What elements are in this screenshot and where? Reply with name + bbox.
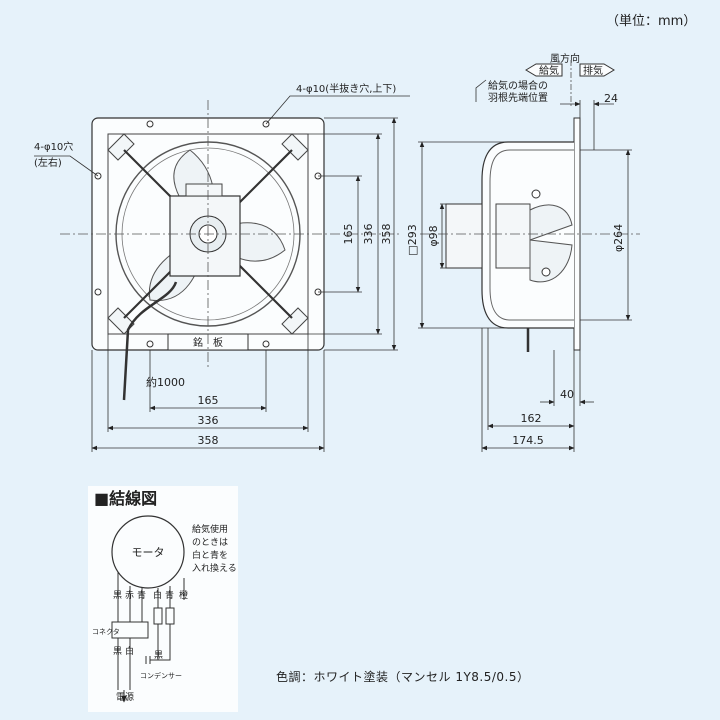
side-horizontal-dims <box>481 328 594 452</box>
mount-hole-note: 4-φ10(半抜き穴,上下) <box>296 82 396 95</box>
wire-black-label: 黒 <box>113 590 122 601</box>
cap-black-label: 黒 <box>154 650 163 661</box>
connector <box>111 621 149 639</box>
blade-note-1: 給気の場合の <box>488 79 548 92</box>
side-housing-inner <box>489 149 574 321</box>
unit-label: （単位：mm） <box>606 14 697 29</box>
mount-hole <box>146 340 154 348</box>
dim-height-outer: 358 <box>380 224 393 245</box>
mount-hole-leader <box>265 95 410 125</box>
intake-arrow <box>525 63 563 77</box>
dim-flange: 40 <box>560 388 574 401</box>
lower-white-label: 白 <box>125 645 134 657</box>
dim-width-mid: 336 <box>198 414 219 427</box>
mount-hole <box>94 288 102 296</box>
dim-square: □293 <box>406 224 419 255</box>
side-bolt <box>531 189 541 199</box>
wiring-note-3: 入れ換える <box>192 562 237 574</box>
wiring-note-2: 白と青を <box>192 549 228 561</box>
dim-height-mid: 336 <box>362 224 375 245</box>
wire-red-label: 赤 <box>125 590 134 601</box>
connector-label: コネクタ <box>92 627 120 636</box>
motor-label: モータ <box>132 546 165 559</box>
lower-black-label: 黒 <box>113 646 122 657</box>
power-cord <box>122 281 178 401</box>
corner-tab-tl <box>107 133 135 161</box>
color-note: 色調：ホワイト塗装（マンセル 1Y8.5/0.5） <box>276 670 530 684</box>
airflow-label: 風方向 <box>550 52 580 65</box>
dim-depth-outer: 174.5 <box>512 434 544 447</box>
side-hole-note-1: 4-φ10穴 <box>34 140 73 153</box>
side-hole-leader <box>34 155 99 177</box>
front-view: 銘 板 4-φ10(半抜き穴,上下) 4-φ10穴 (左右) <box>34 82 410 452</box>
wire-blue2-label: 青 <box>165 589 174 601</box>
motor-symbol <box>111 515 185 589</box>
blade-note-leader <box>475 79 487 102</box>
dim-width-inner: 165 <box>198 394 219 407</box>
wiring-note-0: 給気使用 <box>192 523 228 535</box>
terminal-blue <box>165 607 175 625</box>
side-motor <box>445 203 483 269</box>
wire-blue-label: 青 <box>137 589 146 601</box>
mount-hole <box>262 340 270 348</box>
side-bolt <box>541 267 551 277</box>
power-label: 電源 <box>116 692 134 703</box>
dim-width-outer: 358 <box>198 434 219 447</box>
cord-length: 約1000 <box>146 375 185 389</box>
side-vertical-dims <box>418 141 632 329</box>
capacitor-label: コンデンサー <box>140 671 182 680</box>
side-view: 風方向 給気 排気 給気の場合の 羽根先端位置 24 <box>406 52 640 452</box>
mount-hole <box>146 120 154 128</box>
dim-depth-inner: 162 <box>521 412 542 425</box>
corner-tab-bl <box>107 307 135 335</box>
side-hole-note-2: (左右) <box>34 156 62 169</box>
dim-motor-dia: φ98 <box>427 225 440 246</box>
intake-label: 給気 <box>539 64 559 77</box>
dim-top-offset: 24 <box>604 92 618 105</box>
exhaust-arrow <box>579 63 615 77</box>
motor-bracket <box>185 183 223 197</box>
dim-blade-dia: φ264 <box>612 224 625 252</box>
side-blade-2 <box>529 239 573 283</box>
wiring-title: ■結線図 <box>94 489 157 508</box>
wiring-diagram: ■結線図 モータ 給気使用 のときは 白と青を 入れ換える 黒 赤 青 白 青 … <box>92 489 237 703</box>
terminal-white <box>153 607 163 625</box>
side-blade-1 <box>529 204 573 241</box>
exhaust-label: 排気 <box>583 64 603 77</box>
front-vertical-dims <box>308 117 398 351</box>
dim-height-inner: 165 <box>342 224 355 245</box>
side-top-dim <box>560 100 614 150</box>
wiring-note-1: のときは <box>192 537 228 548</box>
corner-tab-br <box>281 307 309 335</box>
side-motor-body <box>495 203 531 269</box>
blade-note-2: 羽根先端位置 <box>488 91 548 104</box>
wire-orange-label: 橙 <box>179 589 188 601</box>
corner-tab-tr <box>281 133 309 161</box>
front-centerlines <box>60 100 400 370</box>
front-horizontal-dims <box>91 334 325 452</box>
wire-white-label: 白 <box>153 589 162 601</box>
